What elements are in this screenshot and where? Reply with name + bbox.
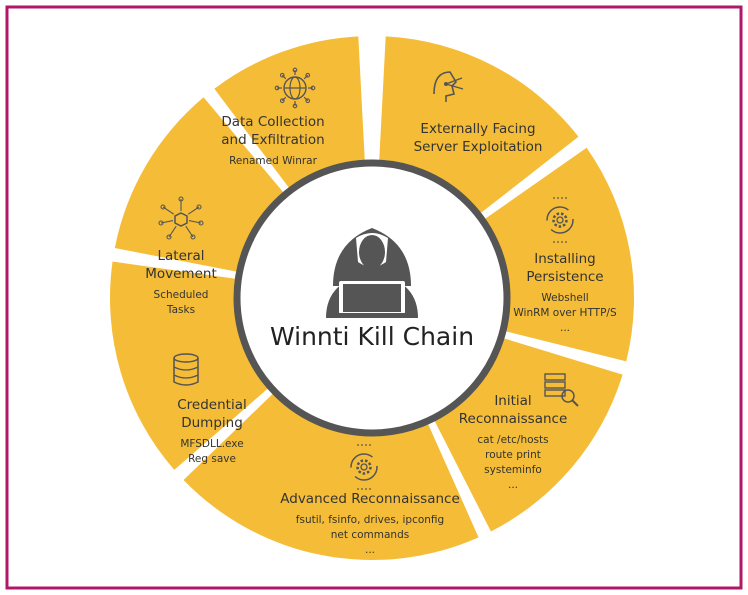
segment-shape-persistence (485, 147, 634, 362)
segment-title-credential: Credential (177, 397, 246, 413)
segment-shape-lateral (114, 97, 284, 272)
server-search-icon (544, 373, 579, 407)
segment-title-advanced-recon: Advanced Reconnaissance (280, 491, 460, 507)
segment-detail-credential: MFSDLL.exe (180, 438, 243, 450)
segment-detail-credential: Reg save (188, 453, 236, 465)
segment-detail-initial-recon: systeminfo (484, 464, 542, 476)
segment-detail-lateral: Scheduled (154, 289, 209, 301)
segment-title-persistence: Persistence (526, 269, 603, 285)
segment-advanced-recon: Advanced Reconnaissance fsutil, fsinfo, d… (183, 393, 479, 561)
segment-shape-advanced-recon (183, 393, 479, 561)
segment-detail-initial-recon: cat /etc/hosts (477, 434, 548, 446)
globe-icon (274, 67, 316, 109)
segment-shape-exfil (214, 36, 365, 188)
segment-detail-advanced-recon: ... (365, 544, 375, 556)
segment-title-initial-recon: Initial (494, 393, 531, 409)
segment-shape-initial-recon (434, 338, 623, 532)
segment-detail-advanced-recon: fsutil, fsinfo, drives, ipconfig (296, 514, 444, 526)
segment-title-exfil: and Exfiltration (221, 132, 324, 148)
target-icon (433, 71, 464, 102)
segment-title-lateral: Lateral (158, 248, 205, 264)
segment-title-persistence: Installing (534, 251, 596, 267)
segment-shape-credential (109, 261, 268, 470)
segment-title-external: Externally Facing (420, 121, 535, 137)
database-icon (173, 353, 199, 386)
segment-title-credential: Dumping (181, 415, 243, 431)
segment-title-external: Server Exploitation (414, 139, 543, 155)
segment-detail-initial-recon: ... (508, 479, 518, 491)
segment-title-initial-recon: Reconnaissance (459, 411, 568, 427)
center-disc: Winnti Kill Chain (233, 159, 511, 437)
segment-detail-persistence: Webshell (541, 292, 588, 304)
center-title: Winnti Kill Chain (270, 322, 474, 351)
segment-title-lateral: Movement (145, 266, 217, 282)
gear-cycle-icon (350, 444, 378, 490)
segment-detail-advanced-recon: net commands (331, 529, 409, 541)
segment-detail-exfil: Renamed Winrar (229, 155, 318, 167)
segment-detail-persistence: ... (560, 322, 570, 334)
segment-detail-initial-recon: route print (485, 449, 541, 461)
segment-title-exfil: Data Collection (221, 114, 324, 130)
segment-detail-persistence: WinRM over HTTP/S (513, 307, 617, 319)
gear-cycle-icon (546, 197, 574, 243)
segment-detail-lateral: Tasks (166, 304, 195, 316)
hacker-icon (326, 228, 418, 318)
segment-shape-external (379, 36, 579, 214)
network-cube-icon (158, 196, 204, 240)
